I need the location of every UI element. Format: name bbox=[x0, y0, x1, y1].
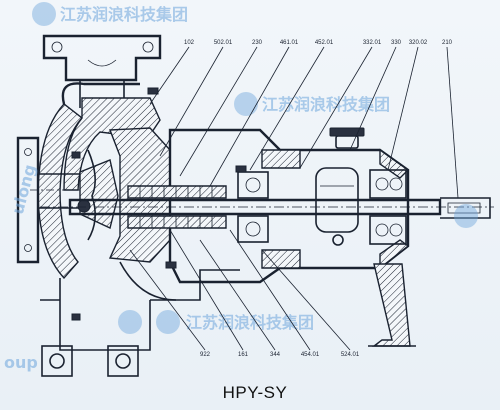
callout-leader bbox=[229, 229, 311, 351]
oil-level-window bbox=[315, 167, 359, 246]
callout-label-bottom: 454.01 bbox=[301, 352, 320, 358]
shaft-seal-packing bbox=[127, 185, 227, 229]
watermark-layer: 江苏润浪科技集团 江苏润浪科技集团 江苏润浪科技集团 ulong oup bbox=[4, 2, 478, 372]
callout-leader bbox=[299, 46, 373, 169]
watermark-text-side: ulong bbox=[8, 162, 39, 216]
callout-label-bottom: 344 bbox=[270, 352, 281, 358]
callout-leader bbox=[349, 46, 397, 151]
bearing-frame bbox=[168, 128, 410, 284]
casing-feet bbox=[41, 345, 139, 377]
callout-label-top: 102 bbox=[184, 40, 195, 46]
callout-leader bbox=[159, 46, 224, 157]
callout-label-top: 332.01 bbox=[363, 40, 382, 46]
callout-leader bbox=[169, 229, 244, 351]
oil-filler-cap bbox=[329, 127, 365, 149]
watermark-text-bottom: 江苏润浪科技集团 bbox=[186, 313, 314, 332]
callout-leader bbox=[149, 46, 190, 105]
callout-label-top: 461.01 bbox=[280, 40, 299, 46]
impeller bbox=[77, 149, 119, 241]
callout-leader bbox=[199, 239, 276, 351]
callout-leader-lines bbox=[129, 46, 459, 351]
callout-leader bbox=[446, 46, 459, 199]
drawing-title: HPY-SY bbox=[223, 383, 288, 402]
watermark-text-middle: 江苏润浪科技集团 bbox=[262, 95, 390, 114]
callout-leader bbox=[209, 46, 290, 187]
callout-leader bbox=[249, 46, 325, 171]
casing-bolts bbox=[71, 87, 247, 321]
callout-label-bottom: 161 bbox=[238, 352, 249, 358]
callout-labels: 102 502.01 230 461.01 452.01 332.01 330 320.02 2… bbox=[184, 40, 453, 358]
callout-label-top: 230 bbox=[252, 40, 263, 46]
callout-leader bbox=[129, 249, 206, 351]
callout-label-top: 502.01 bbox=[214, 40, 233, 46]
callout-leader bbox=[179, 46, 258, 177]
pump-shaft bbox=[40, 197, 494, 219]
callout-leader bbox=[261, 249, 351, 351]
support-foot bbox=[368, 263, 416, 347]
callout-label-bottom: 922 bbox=[200, 352, 211, 358]
callout-leader bbox=[387, 46, 419, 171]
volute-casing bbox=[37, 82, 161, 351]
callout-label-top: 330 bbox=[391, 40, 402, 46]
callout-label-top: 452.01 bbox=[315, 40, 334, 46]
watermark-text-top: 江苏润浪科技集团 bbox=[60, 5, 188, 24]
callout-label-top: 320.02 bbox=[409, 40, 428, 46]
watermark-text-left: oup bbox=[4, 353, 38, 372]
callout-label-top: 210 bbox=[442, 40, 453, 46]
discharge-flange bbox=[42, 34, 162, 108]
callout-label-bottom: 524.01 bbox=[341, 352, 360, 358]
watermark-logo bbox=[32, 2, 56, 26]
inboard-bearing bbox=[237, 171, 269, 243]
